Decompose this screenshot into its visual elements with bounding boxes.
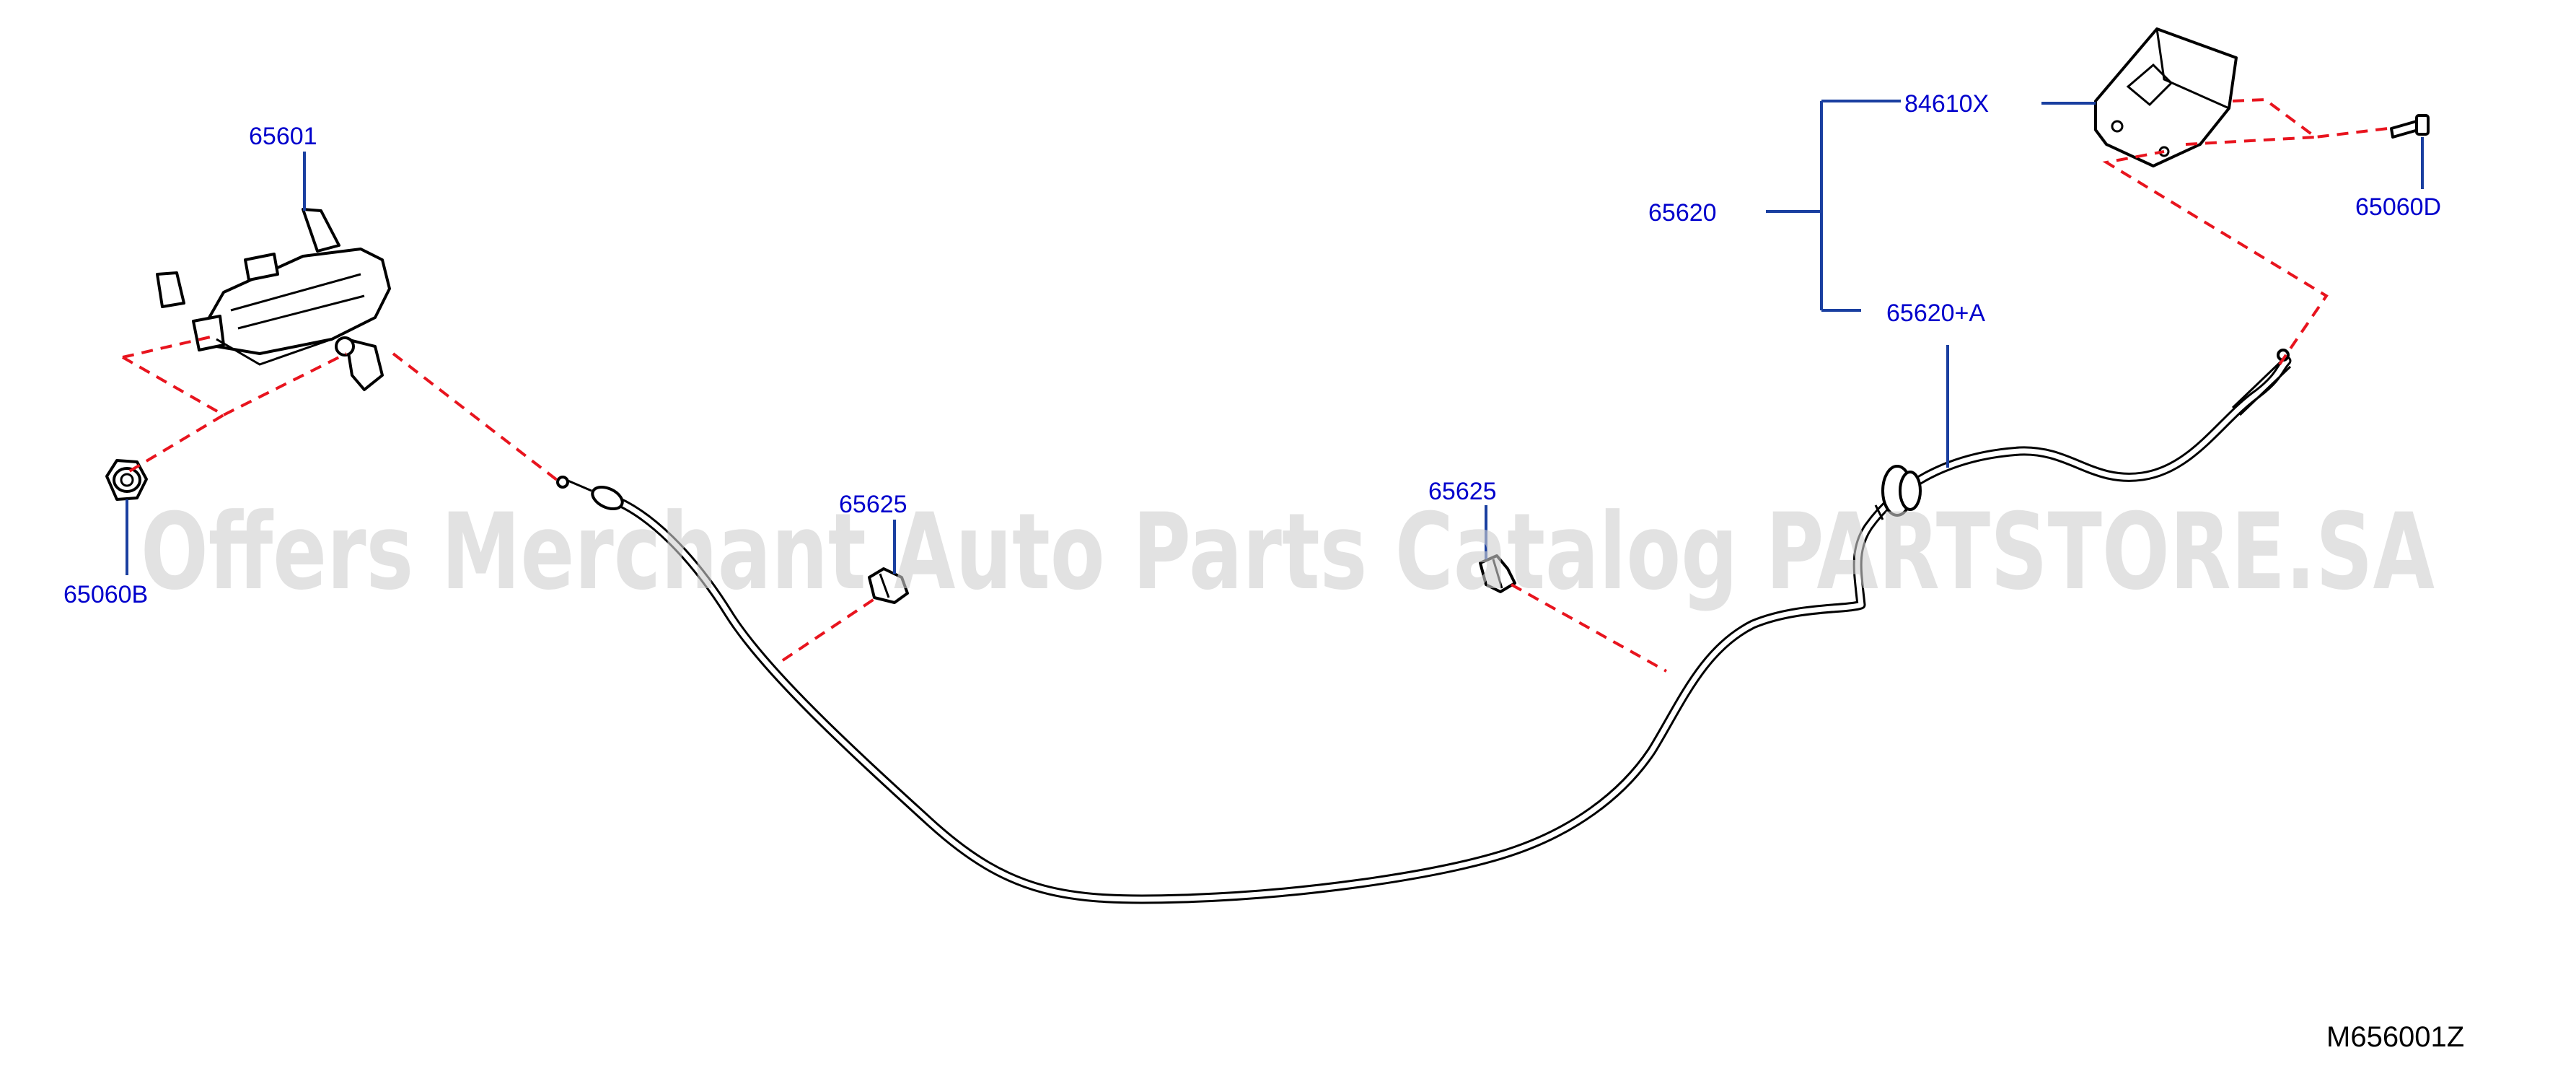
label-84610X[interactable]: 84610X	[1904, 90, 1989, 118]
label-65060B[interactable]: 65060B	[63, 581, 148, 608]
label-65625-right[interactable]: 65625	[1428, 478, 1497, 505]
diagram-code: M656001Z	[2326, 1021, 2464, 1053]
part-65625-clip-left[interactable]	[868, 567, 909, 604]
part-65601-handle[interactable]	[156, 208, 391, 391]
label-65625-left[interactable]: 65625	[839, 491, 907, 518]
cable-end-left	[556, 476, 624, 511]
part-65060D-bolt[interactable]	[2390, 114, 2430, 139]
label-65620A[interactable]: 65620+A	[1886, 300, 1985, 327]
release-cable	[556, 349, 2292, 904]
part-84610X-bracket[interactable]	[2094, 27, 2238, 167]
watermark: Offers Merchant Auto Parts Catalog PARTS…	[141, 491, 2435, 613]
label-65060D[interactable]: 65060D	[2355, 193, 2441, 221]
leader-lines	[126, 100, 2424, 575]
label-65620[interactable]: 65620	[1648, 199, 1717, 227]
install-lines	[122, 97, 2388, 673]
part-65625-clip-right[interactable]	[1479, 554, 1516, 593]
cable-grommet	[1874, 465, 1922, 520]
part-65060B-nut[interactable]	[105, 459, 148, 501]
label-65601[interactable]: 65601	[249, 123, 317, 150]
